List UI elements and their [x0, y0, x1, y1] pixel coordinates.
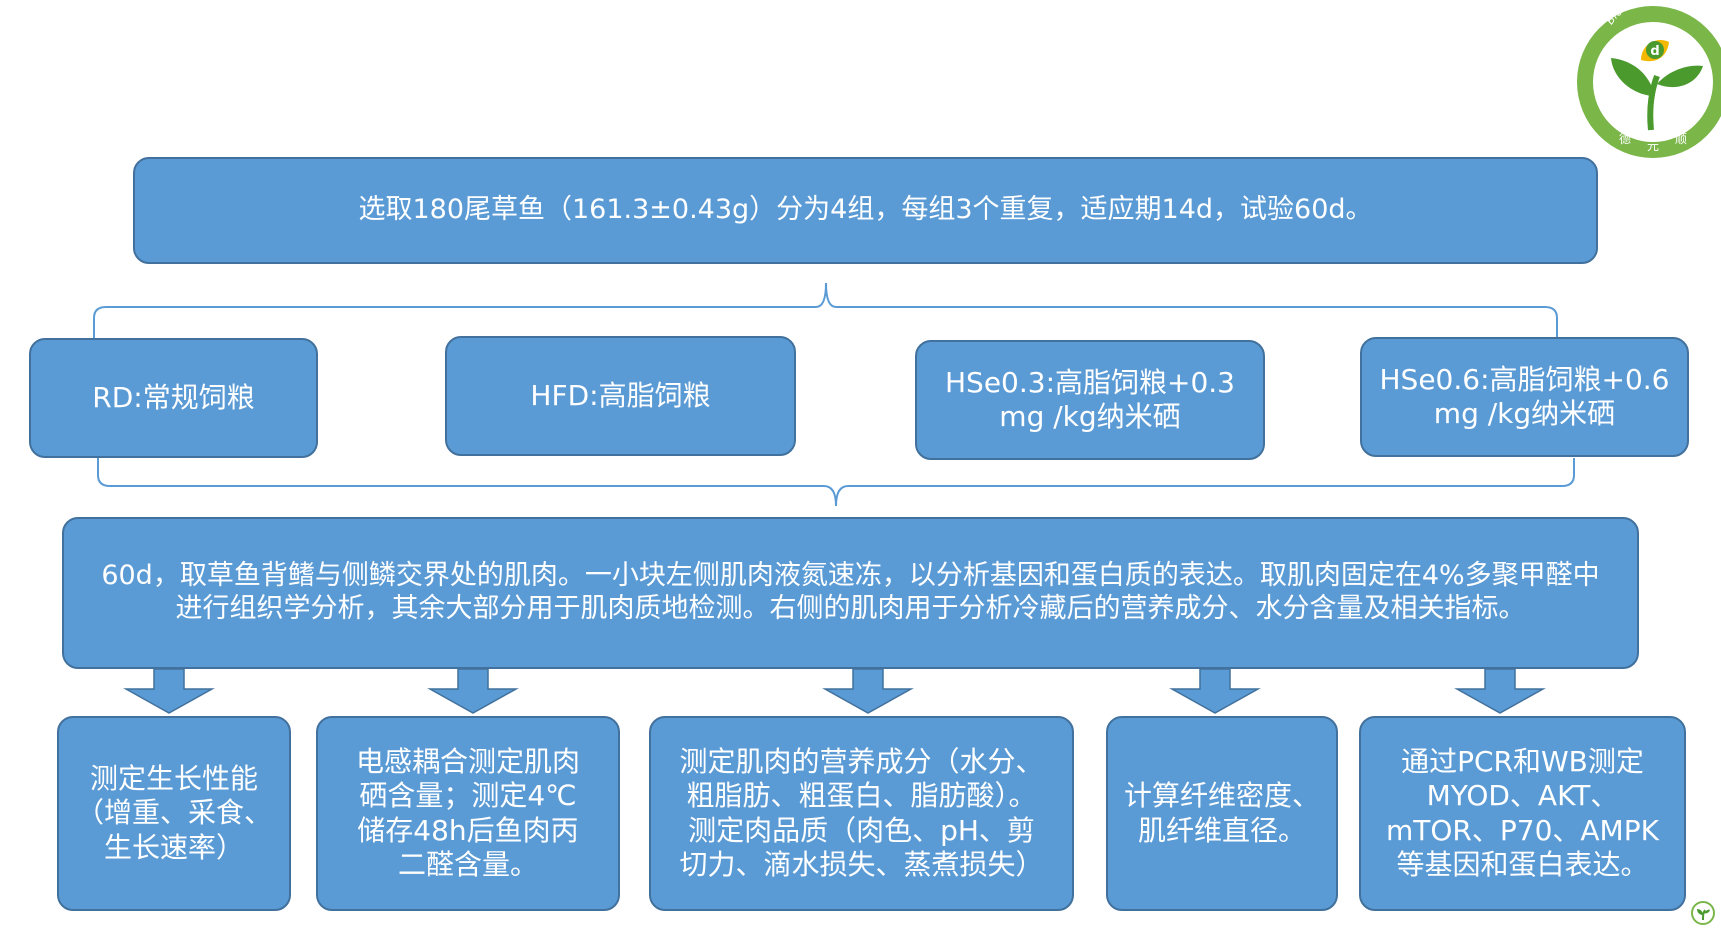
- arrow-down-icon: [1454, 668, 1546, 714]
- group-box-rd: RD:常规饲粮: [29, 338, 318, 458]
- outcome-box-growth: 测定生长性能 （增重、采食、 生长速率）: [57, 716, 291, 911]
- arrow-down-icon: [822, 668, 914, 714]
- outcome-text: 计算纤维密度、 肌纤维直径。: [1123, 779, 1320, 847]
- plant-leaf-logo-icon: Bio-Technology d 德 元 顺: [1577, 0, 1721, 158]
- experiment-setup-box: 选取180尾草鱼（161.3±0.43g）分为4组，每组3个重复，适应期14d，…: [133, 157, 1598, 264]
- outcome-text: 测定肌肉的营养成分（水分、 粗脂肪、粗蛋白、脂肪酸）。 测定肉品质（肉色、pH、…: [679, 745, 1044, 881]
- experiment-setup-text: 选取180尾草鱼（161.3±0.43g）分为4组，每组3个重复，适应期14d，…: [358, 194, 1373, 226]
- outcome-text: 通过PCR和WB测定 MYOD、AKT、 mTOR、P70、AMPK 等基因和蛋…: [1386, 745, 1659, 881]
- logo-badge-letter: d: [1650, 44, 1659, 59]
- group-label: HSe0.6:高脂饲粮+0.6 mg /kg纳米硒: [1379, 362, 1670, 430]
- group-box-hse03: HSe0.3:高脂饲粮+0.3 mg /kg纳米硒: [915, 340, 1265, 460]
- logo-char-2: 元: [1647, 139, 1659, 153]
- group-label: RD:常规饲粮: [92, 380, 255, 414]
- outcome-text: 测定生长性能 （增重、采食、 生长速率）: [75, 762, 272, 864]
- arrow-down-icon: [123, 668, 215, 714]
- small-leaf-logo-icon: [1691, 901, 1715, 925]
- arrow-down-icon: [1169, 668, 1261, 714]
- logo-char-3: 顺: [1675, 132, 1687, 146]
- outcome-box-selenium: 电感耦合测定肌肉 硒含量；测定4℃ 储存48h后鱼肉丙 二醛含量。: [316, 716, 620, 911]
- arrow-down-icon: [427, 668, 519, 714]
- logo-char-1: 德: [1619, 131, 1631, 146]
- outcome-box-gene-expression: 通过PCR和WB测定 MYOD、AKT、 mTOR、P70、AMPK 等基因和蛋…: [1359, 716, 1686, 911]
- group-label: HFD:高脂饲粮: [530, 378, 711, 412]
- outcome-box-fiber: 计算纤维密度、 肌纤维直径。: [1106, 716, 1338, 911]
- outcome-box-nutrition: 测定肌肉的营养成分（水分、 粗脂肪、粗蛋白、脂肪酸）。 测定肉品质（肉色、pH、…: [649, 716, 1074, 911]
- lower-brace: [97, 458, 1575, 507]
- group-box-hse06: HSe0.6:高脂饲粮+0.6 mg /kg纳米硒: [1360, 337, 1689, 457]
- sampling-procedure-box: 60d，取草鱼背鳍与侧鳞交界处的肌肉。一小块左侧肌肉液氮速冻，以分析基因和蛋白质…: [62, 517, 1639, 669]
- group-label: HSe0.3:高脂饲粮+0.3 mg /kg纳米硒: [944, 365, 1235, 433]
- upper-brace: [93, 282, 1558, 338]
- outcome-text: 电感耦合测定肌肉 硒含量；测定4℃ 储存48h后鱼肉丙 二醛含量。: [355, 745, 580, 881]
- sampling-procedure-text: 60d，取草鱼背鳍与侧鳞交界处的肌肉。一小块左侧肌肉液氮速冻，以分析基因和蛋白质…: [101, 560, 1600, 624]
- group-box-hfd: HFD:高脂饲粮: [445, 336, 796, 456]
